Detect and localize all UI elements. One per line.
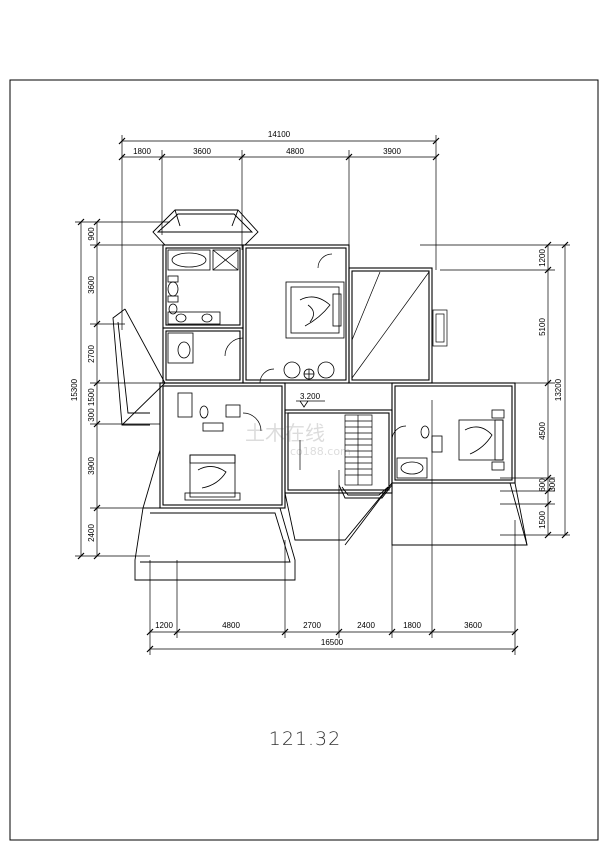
right-dim-1: 1200 [538,249,547,267]
left-dim-4: 300 1500 [87,388,96,422]
watermark: 土木在线 co188.com [245,421,351,458]
left-dim-5: 3900 [87,457,96,475]
bottom-dim-6: 3600 [464,621,482,630]
left-dim-6: 2400 [87,524,96,542]
right-dim-6: 1500 [538,511,547,529]
bath-fixtures-icon [177,392,241,432]
vanity-sink-icon [167,311,221,325]
armchair-icon [283,361,335,380]
left-dim-3: 2700 [87,345,96,363]
drawing-frame [9,79,599,841]
right-dim-4: 600 [538,478,547,492]
guest-bed-icon [184,454,241,501]
bottom-dimensions [146,400,519,655]
staircase [344,414,373,486]
roof-outline [112,209,528,581]
top-dim-2: 3600 [193,147,211,156]
level-mark: 3.200 [300,392,321,401]
void-lines [351,271,448,379]
left-total-dim: 15300 [70,378,79,401]
top-dim-3: 4800 [286,147,304,156]
corridor-lines [285,412,345,470]
master-bed-icon [285,281,345,339]
bottom-total-dim: 16500 [321,638,344,647]
right-bath-icon [396,425,443,479]
shower-icon [212,249,239,271]
top-dimensions [118,135,440,330]
bottom-dim-5: 1800 [403,621,421,630]
right-dimensions [420,241,570,539]
left-dimensions [75,218,245,560]
top-dim-1: 1800 [133,147,151,156]
walls [159,244,516,509]
top-total-dim: 14100 [268,130,291,139]
right-total-dim: 13200 [554,378,563,401]
bathtub-icon [167,249,211,271]
bottom-dim-2: 4800 [222,621,240,630]
area-label: 121.32 [268,728,342,750]
door-arc [224,253,407,441]
bottom-dim-3: 2700 [303,621,321,630]
watermark-subtext: co188.com [290,445,351,458]
right-dim-5: 300 [548,478,557,492]
right-dim-3: 4500 [538,422,547,440]
left-dim-2: 3600 [87,276,96,294]
bed-icon-right [458,409,505,471]
left-dim-1: 900 [87,227,96,241]
top-dim-4: 3900 [383,147,401,156]
toilet-icon [167,275,179,315]
bottom-dim-1: 1200 [155,621,173,630]
watermark-text: 土木在线 [245,421,325,445]
level-marker-icon [296,400,325,408]
bottom-dim-4: 2400 [357,621,375,630]
sink-icon [167,332,194,364]
right-dim-2: 5100 [538,318,547,336]
bay-window [338,484,393,499]
